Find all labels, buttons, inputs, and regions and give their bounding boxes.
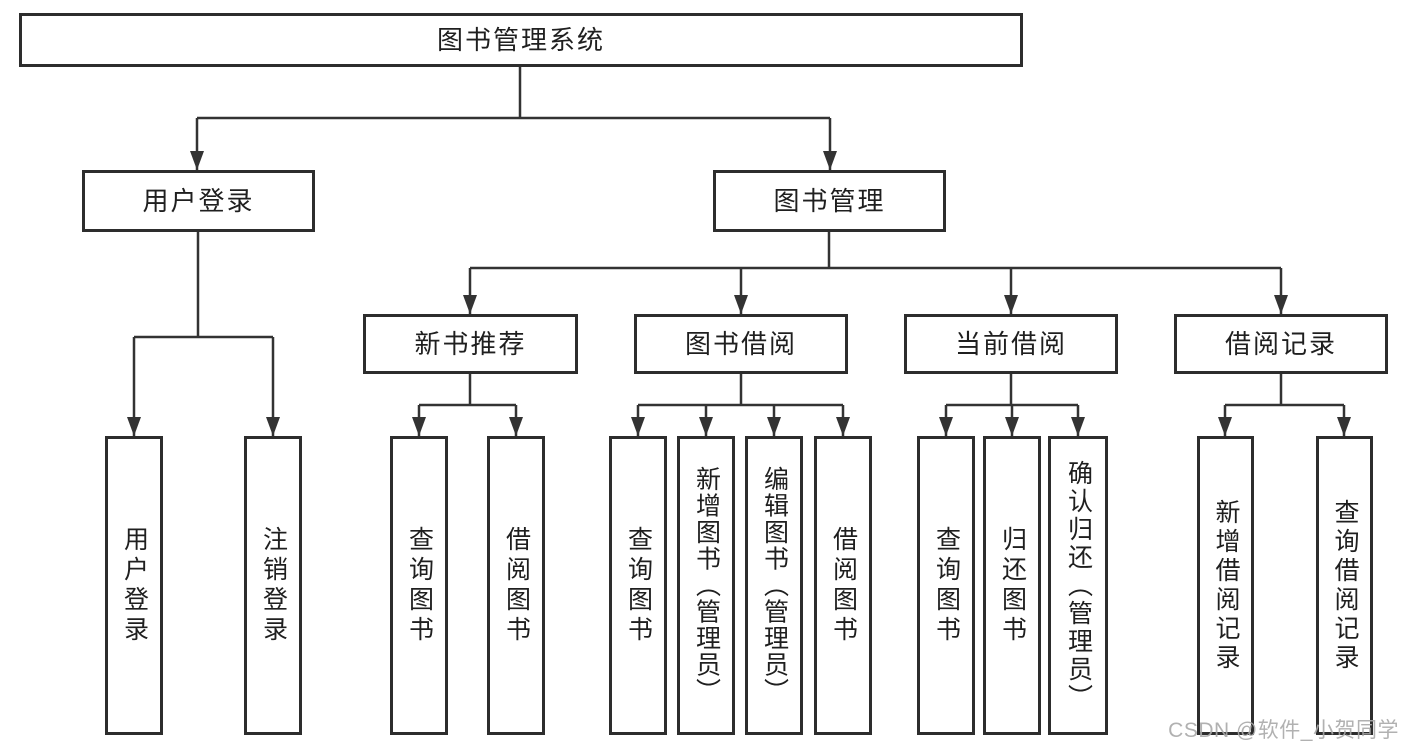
node-label: 图书管理系统 bbox=[436, 25, 605, 55]
node-label: 用户登录 bbox=[142, 186, 255, 216]
node-label: 归还图书 bbox=[998, 525, 1027, 646]
leaf-logout: 注销登录 bbox=[244, 436, 302, 735]
leaf-return-book: 归还图书 bbox=[983, 436, 1041, 735]
leaf-edit-book-admin: 编辑图书（管理员） bbox=[745, 436, 803, 735]
node-label: 查询图书 bbox=[932, 525, 961, 646]
leaf-borrow-books: 借阅图书 bbox=[814, 436, 872, 735]
leaf-user-login: 用户登录 bbox=[105, 436, 163, 735]
leaf-add-borrow-record: 新增借阅记录 bbox=[1197, 436, 1254, 735]
node-label: 新增图书（管理员） bbox=[692, 466, 721, 705]
node-label: 新增借阅记录 bbox=[1212, 498, 1240, 673]
node-label: 借阅记录 bbox=[1224, 329, 1337, 359]
leaf-confirm-return-admin: 确认归还（管理员） bbox=[1048, 436, 1108, 735]
csdn-watermark: CSDN @软件_小贺同学 bbox=[1168, 719, 1399, 742]
node-book-management: 图书管理 bbox=[713, 170, 946, 232]
node-book-borrowing: 图书借阅 bbox=[634, 314, 848, 374]
node-label: 借阅图书 bbox=[829, 525, 858, 646]
node-label: 图书借阅 bbox=[684, 329, 797, 359]
node-label: 查询借阅记录 bbox=[1331, 498, 1359, 673]
node-label: 确认归还（管理员） bbox=[1064, 459, 1093, 712]
leaf-add-book-admin: 新增图书（管理员） bbox=[677, 436, 735, 735]
node-label: 查询图书 bbox=[624, 525, 653, 646]
leaf-borrow-books-recommend: 借阅图书 bbox=[487, 436, 545, 735]
node-label: 图书管理 bbox=[773, 186, 886, 216]
node-library-system: 图书管理系统 bbox=[19, 13, 1023, 67]
node-label: 查询图书 bbox=[405, 525, 434, 646]
node-label: 用户登录 bbox=[120, 525, 149, 646]
node-user-login: 用户登录 bbox=[82, 170, 315, 232]
leaf-query-borrow-record: 查询借阅记录 bbox=[1316, 436, 1373, 735]
node-label: 新书推荐 bbox=[414, 329, 527, 359]
leaf-query-books-current: 查询图书 bbox=[917, 436, 975, 735]
leaf-query-books-recommend: 查询图书 bbox=[390, 436, 448, 735]
node-label: 注销登录 bbox=[259, 525, 288, 646]
node-borrow-records: 借阅记录 bbox=[1174, 314, 1388, 374]
node-label: 当前借阅 bbox=[954, 329, 1067, 359]
node-new-book-recommend: 新书推荐 bbox=[363, 314, 578, 374]
node-current-borrowing: 当前借阅 bbox=[904, 314, 1118, 374]
node-label: 借阅图书 bbox=[502, 525, 531, 646]
node-label: 编辑图书（管理员） bbox=[760, 466, 789, 705]
leaf-query-books-borrow: 查询图书 bbox=[609, 436, 667, 735]
